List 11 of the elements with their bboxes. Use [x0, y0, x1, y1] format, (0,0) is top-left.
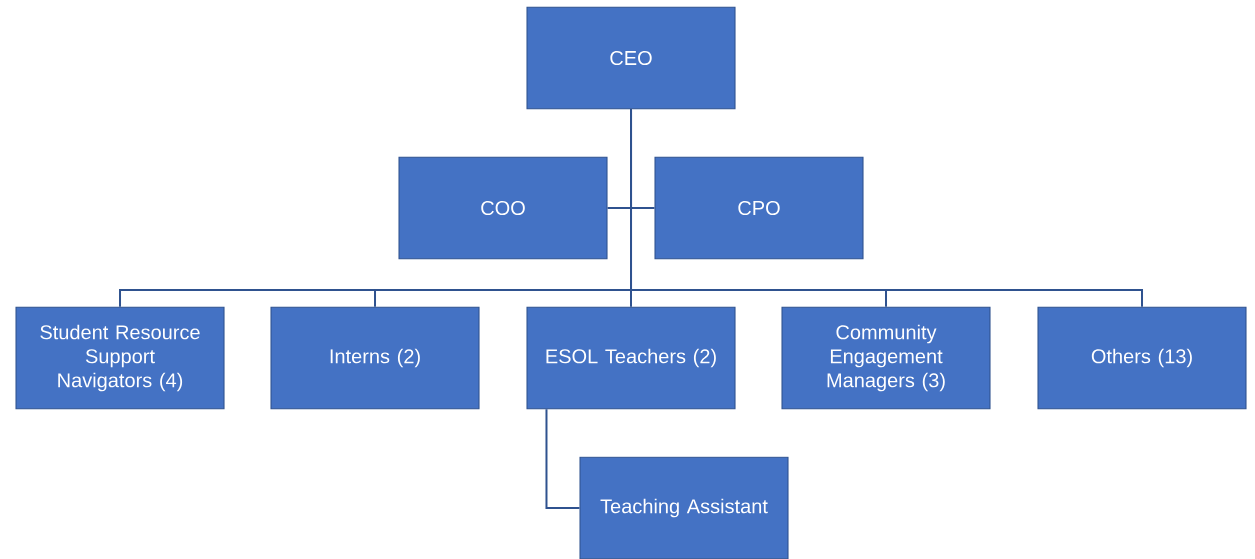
org-box: CPO: [654, 156, 864, 260]
org-box: Others (13): [1037, 306, 1247, 410]
org-box: COO: [398, 156, 608, 260]
connector-line: [630, 108, 1143, 308]
org-box: CEO: [526, 6, 736, 110]
org-box: ESOL Teachers (2): [526, 306, 736, 410]
org-box: Community Engagement Managers (3): [781, 306, 991, 410]
org-box: Student Resource Support Navigators (4): [15, 306, 225, 410]
org-box: Interns (2): [270, 306, 480, 410]
connector-line: [545, 408, 581, 509]
org-box: Teaching Assistant: [579, 456, 789, 559]
